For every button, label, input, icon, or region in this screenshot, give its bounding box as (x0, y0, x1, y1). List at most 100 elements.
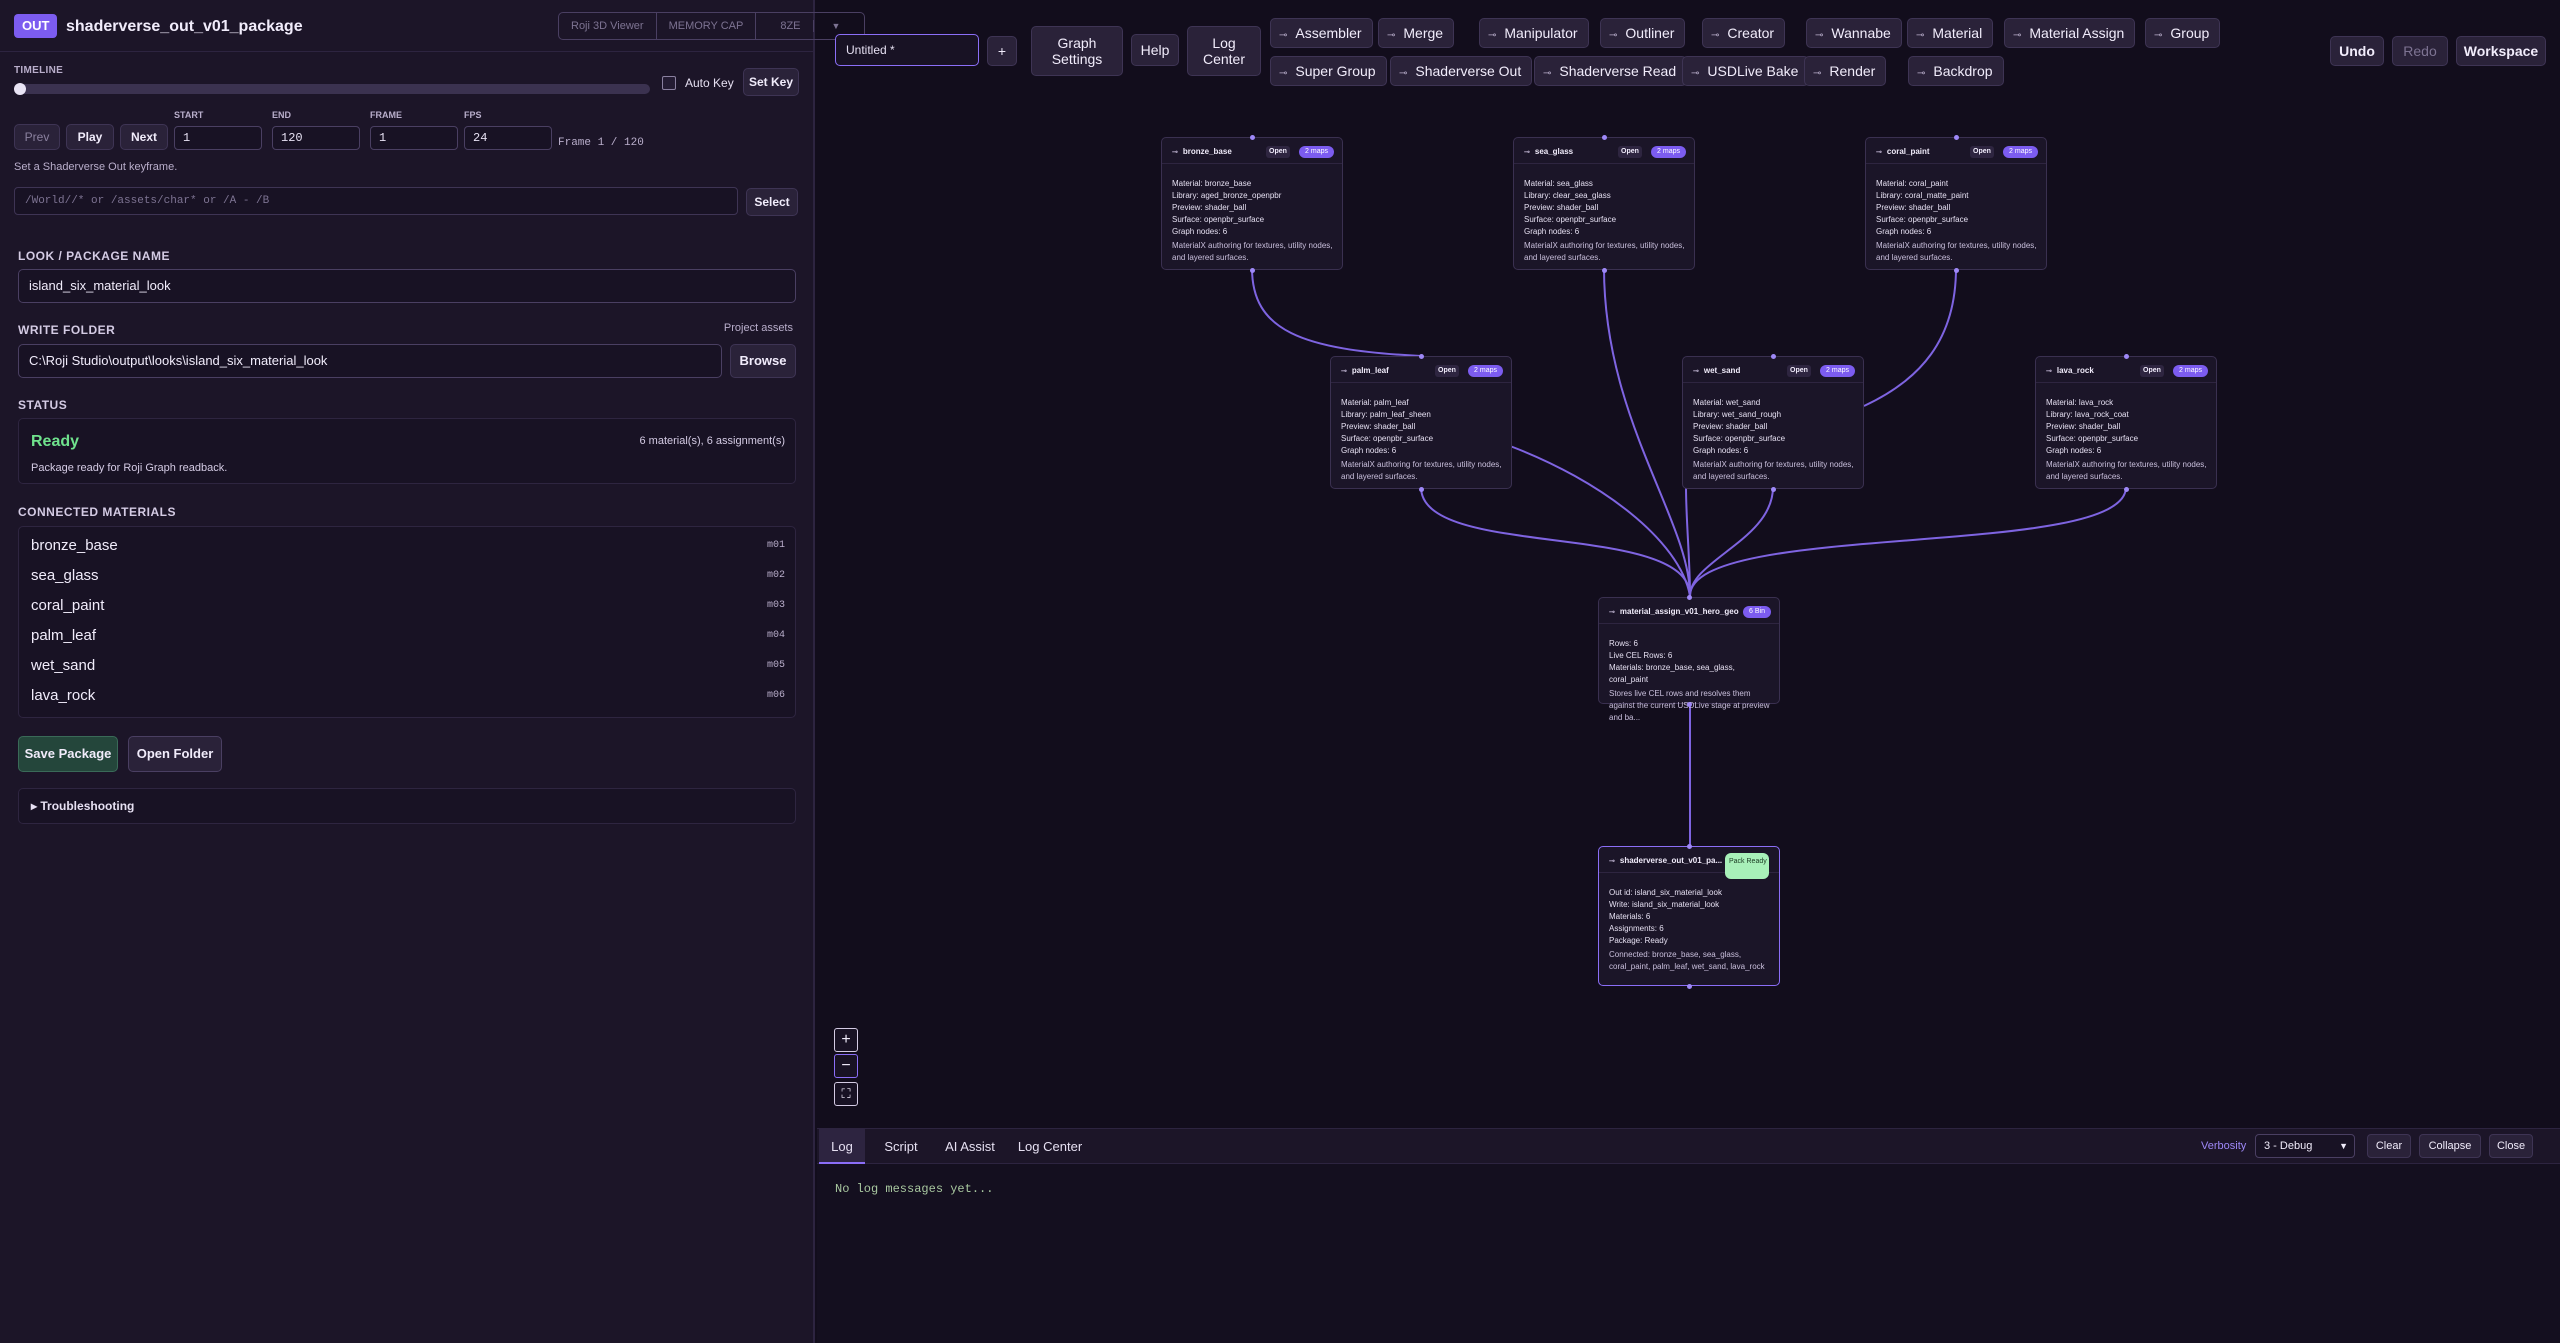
material-assign-node-button[interactable]: ⊸Material Assign (2004, 18, 2136, 48)
merge-node-button[interactable]: ⊸Merge (1378, 18, 1455, 48)
node-port[interactable] (1250, 135, 1255, 140)
assembler-node-button[interactable]: ⊸Assembler (1270, 18, 1373, 48)
node-port[interactable] (2124, 487, 2129, 492)
manipulator-node-button[interactable]: ⊸Manipulator (1479, 18, 1589, 48)
backdrop-node-button[interactable]: ⊸Backdrop (1908, 56, 2004, 86)
look-name-input[interactable]: island_six_material_look (18, 269, 796, 303)
node-port[interactable] (1687, 984, 1692, 989)
node-open-button[interactable]: Open (1970, 146, 1994, 158)
memory-size-select[interactable]: 8ZE▼ (756, 13, 864, 39)
render-node-button[interactable]: ⊸Render (1804, 56, 1887, 86)
wannabe-node-button[interactable]: ⊸Wannabe (1806, 18, 1902, 48)
node-port[interactable] (1250, 268, 1255, 273)
viewer-segment[interactable]: Roji 3D Viewer MEMORY CAP 8ZE▼ (558, 12, 866, 40)
node-port[interactable] (1602, 268, 1607, 273)
set-key-button[interactable]: Set Key (743, 68, 799, 96)
node-port[interactable] (1602, 135, 1607, 140)
project-assets-link[interactable]: Project assets (723, 322, 793, 334)
browse-button[interactable]: Browse (730, 344, 796, 378)
super-group-node-button[interactable]: ⊸Super Group (1270, 56, 1387, 86)
fps-input[interactable]: 24 (464, 126, 552, 150)
workspace-button[interactable]: Workspace (2456, 36, 2546, 66)
node-open-button[interactable]: Open (1266, 146, 1290, 158)
node-port[interactable] (1687, 844, 1692, 849)
troubleshooting-toggle[interactable]: ▸ Troubleshooting (18, 788, 796, 824)
shaderverse-out-node-button[interactable]: ⊸Shaderverse Out (1390, 56, 1533, 86)
open-folder-button[interactable]: Open Folder (128, 736, 222, 772)
prev-frame-button[interactable]: Prev (14, 124, 60, 150)
usdlive-bake-node-button[interactable]: ⊸USDLive Bake (1682, 56, 1810, 86)
verbosity-select[interactable]: 3 - Debug▼ (2255, 1134, 2355, 1158)
write-folder-input[interactable]: C:\Roji Studio\output\looks\island_six_m… (18, 344, 722, 378)
select-button[interactable]: Select (746, 188, 798, 216)
document-title-input[interactable]: Untitled * (835, 34, 979, 66)
start-frame-input[interactable]: 1 (174, 126, 262, 150)
next-frame-button[interactable]: Next (120, 124, 168, 150)
node-port[interactable] (1771, 354, 1776, 359)
node-port[interactable] (1687, 595, 1692, 600)
node-open-button[interactable]: Open (2140, 365, 2164, 377)
undo-button[interactable]: Undo (2330, 36, 2384, 66)
viewer-tab[interactable]: Roji 3D Viewer (559, 13, 657, 39)
current-frame-input[interactable]: 1 (370, 126, 458, 150)
group-node-button[interactable]: ⊸Group (2145, 18, 2221, 48)
node-port[interactable] (1954, 135, 1959, 140)
node-open-button[interactable]: Open (1618, 146, 1642, 158)
outliner-node-button[interactable]: ⊸Outliner (1600, 18, 1686, 48)
node-port[interactable] (2124, 354, 2129, 359)
shaderverse-read-node-button[interactable]: ⊸Shaderverse Read (1534, 56, 1688, 86)
node-open-button[interactable]: Open (1435, 365, 1459, 377)
collapse-log-button[interactable]: Collapse (2419, 1134, 2481, 1158)
help-button[interactable]: Help (1131, 34, 1179, 66)
zoom-out-button[interactable]: − (834, 1054, 858, 1078)
timeline-handle[interactable] (14, 83, 26, 95)
save-package-button[interactable]: Save Package (18, 736, 118, 772)
node-port[interactable] (1687, 702, 1692, 707)
zoom-fit-button[interactable]: ⛶ (834, 1082, 858, 1106)
end-frame-input[interactable]: 120 (272, 126, 360, 150)
clear-log-button[interactable]: Clear (2367, 1134, 2411, 1158)
node-header[interactable]: ⊸shaderverse_out_v01_pa...Pack Ready (1599, 847, 1779, 879)
memory-cap-tab[interactable]: MEMORY CAP (657, 13, 757, 39)
tab-ai-assist[interactable]: AI Assist (945, 1139, 995, 1154)
prim-path-input[interactable]: /World//* or /assets/char* or /A - /B (14, 187, 738, 215)
node-port[interactable] (1771, 487, 1776, 492)
auto-key-checkbox[interactable] (662, 76, 676, 90)
node-open-button[interactable]: Open (1787, 365, 1811, 377)
timeline-slider[interactable] (16, 84, 650, 94)
tab-log-center[interactable]: Log Center (1017, 1139, 1083, 1154)
redo-button[interactable]: Redo (2392, 36, 2448, 66)
tab-script[interactable]: Script (884, 1139, 918, 1154)
tab-log[interactable]: Log (819, 1129, 865, 1164)
material-node-button[interactable]: ⊸Material (1907, 18, 1994, 48)
node-port[interactable] (1419, 354, 1424, 359)
close-log-button[interactable]: Close (2489, 1134, 2533, 1158)
add-tab-button[interactable]: + (987, 36, 1017, 66)
node-port[interactable] (1954, 268, 1959, 273)
play-button[interactable]: Play (66, 124, 114, 150)
zoom-in-button[interactable]: + (834, 1028, 858, 1052)
node-port[interactable] (1419, 487, 1424, 492)
